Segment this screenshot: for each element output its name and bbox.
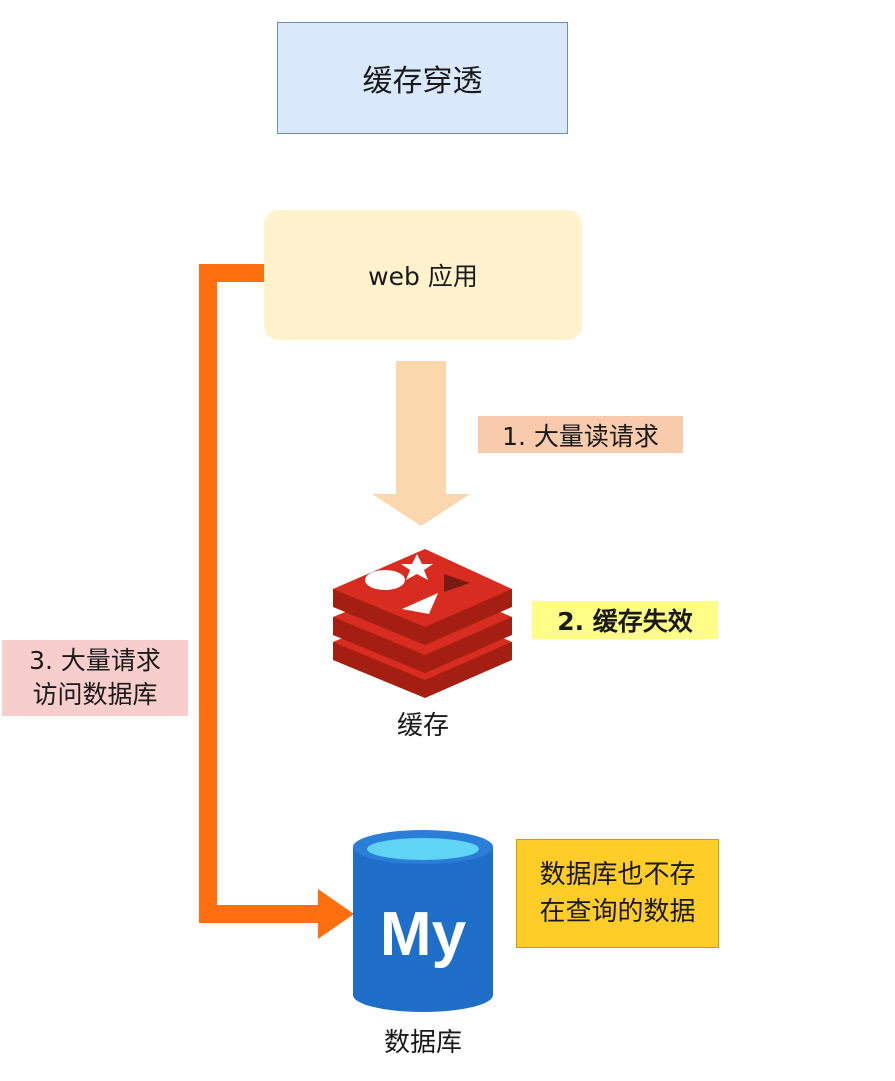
db-note-line1: 数据库也不存 [539,859,696,890]
step2-text: 2. 缓存失效 [557,607,693,636]
db-note-box: 数据库也不存 在查询的数据 [516,839,719,948]
step3-line1: 3. 大量请求 [29,646,161,675]
title-box: 缓存穿透 [277,22,568,134]
redis-icon [333,549,512,698]
db-note-line2: 在查询的数据 [539,896,696,927]
read-arrow-head [372,494,470,526]
step3-line2: 访问数据库 [32,680,158,709]
read-arrow-shaft [396,361,446,494]
mysql-logo-text: My [380,900,467,969]
step3-label: 3. 大量请求 访问数据库 [2,640,188,716]
title-text: 缓存穿透 [362,64,483,99]
step1-label: 1. 大量读请求 [478,416,683,453]
database-caption: 数据库 [383,1028,462,1058]
web-app-box: web 应用 [264,210,582,340]
mysql-database-icon: My [353,830,493,1012]
orange-request-arrow [199,264,318,923]
cache-caption: 缓存 [396,711,449,741]
orange-arrowhead [318,889,354,939]
web-app-label: web 应用 [368,262,478,291]
step2-label: 2. 缓存失效 [532,601,718,639]
step1-text: 1. 大量读请求 [502,421,659,451]
